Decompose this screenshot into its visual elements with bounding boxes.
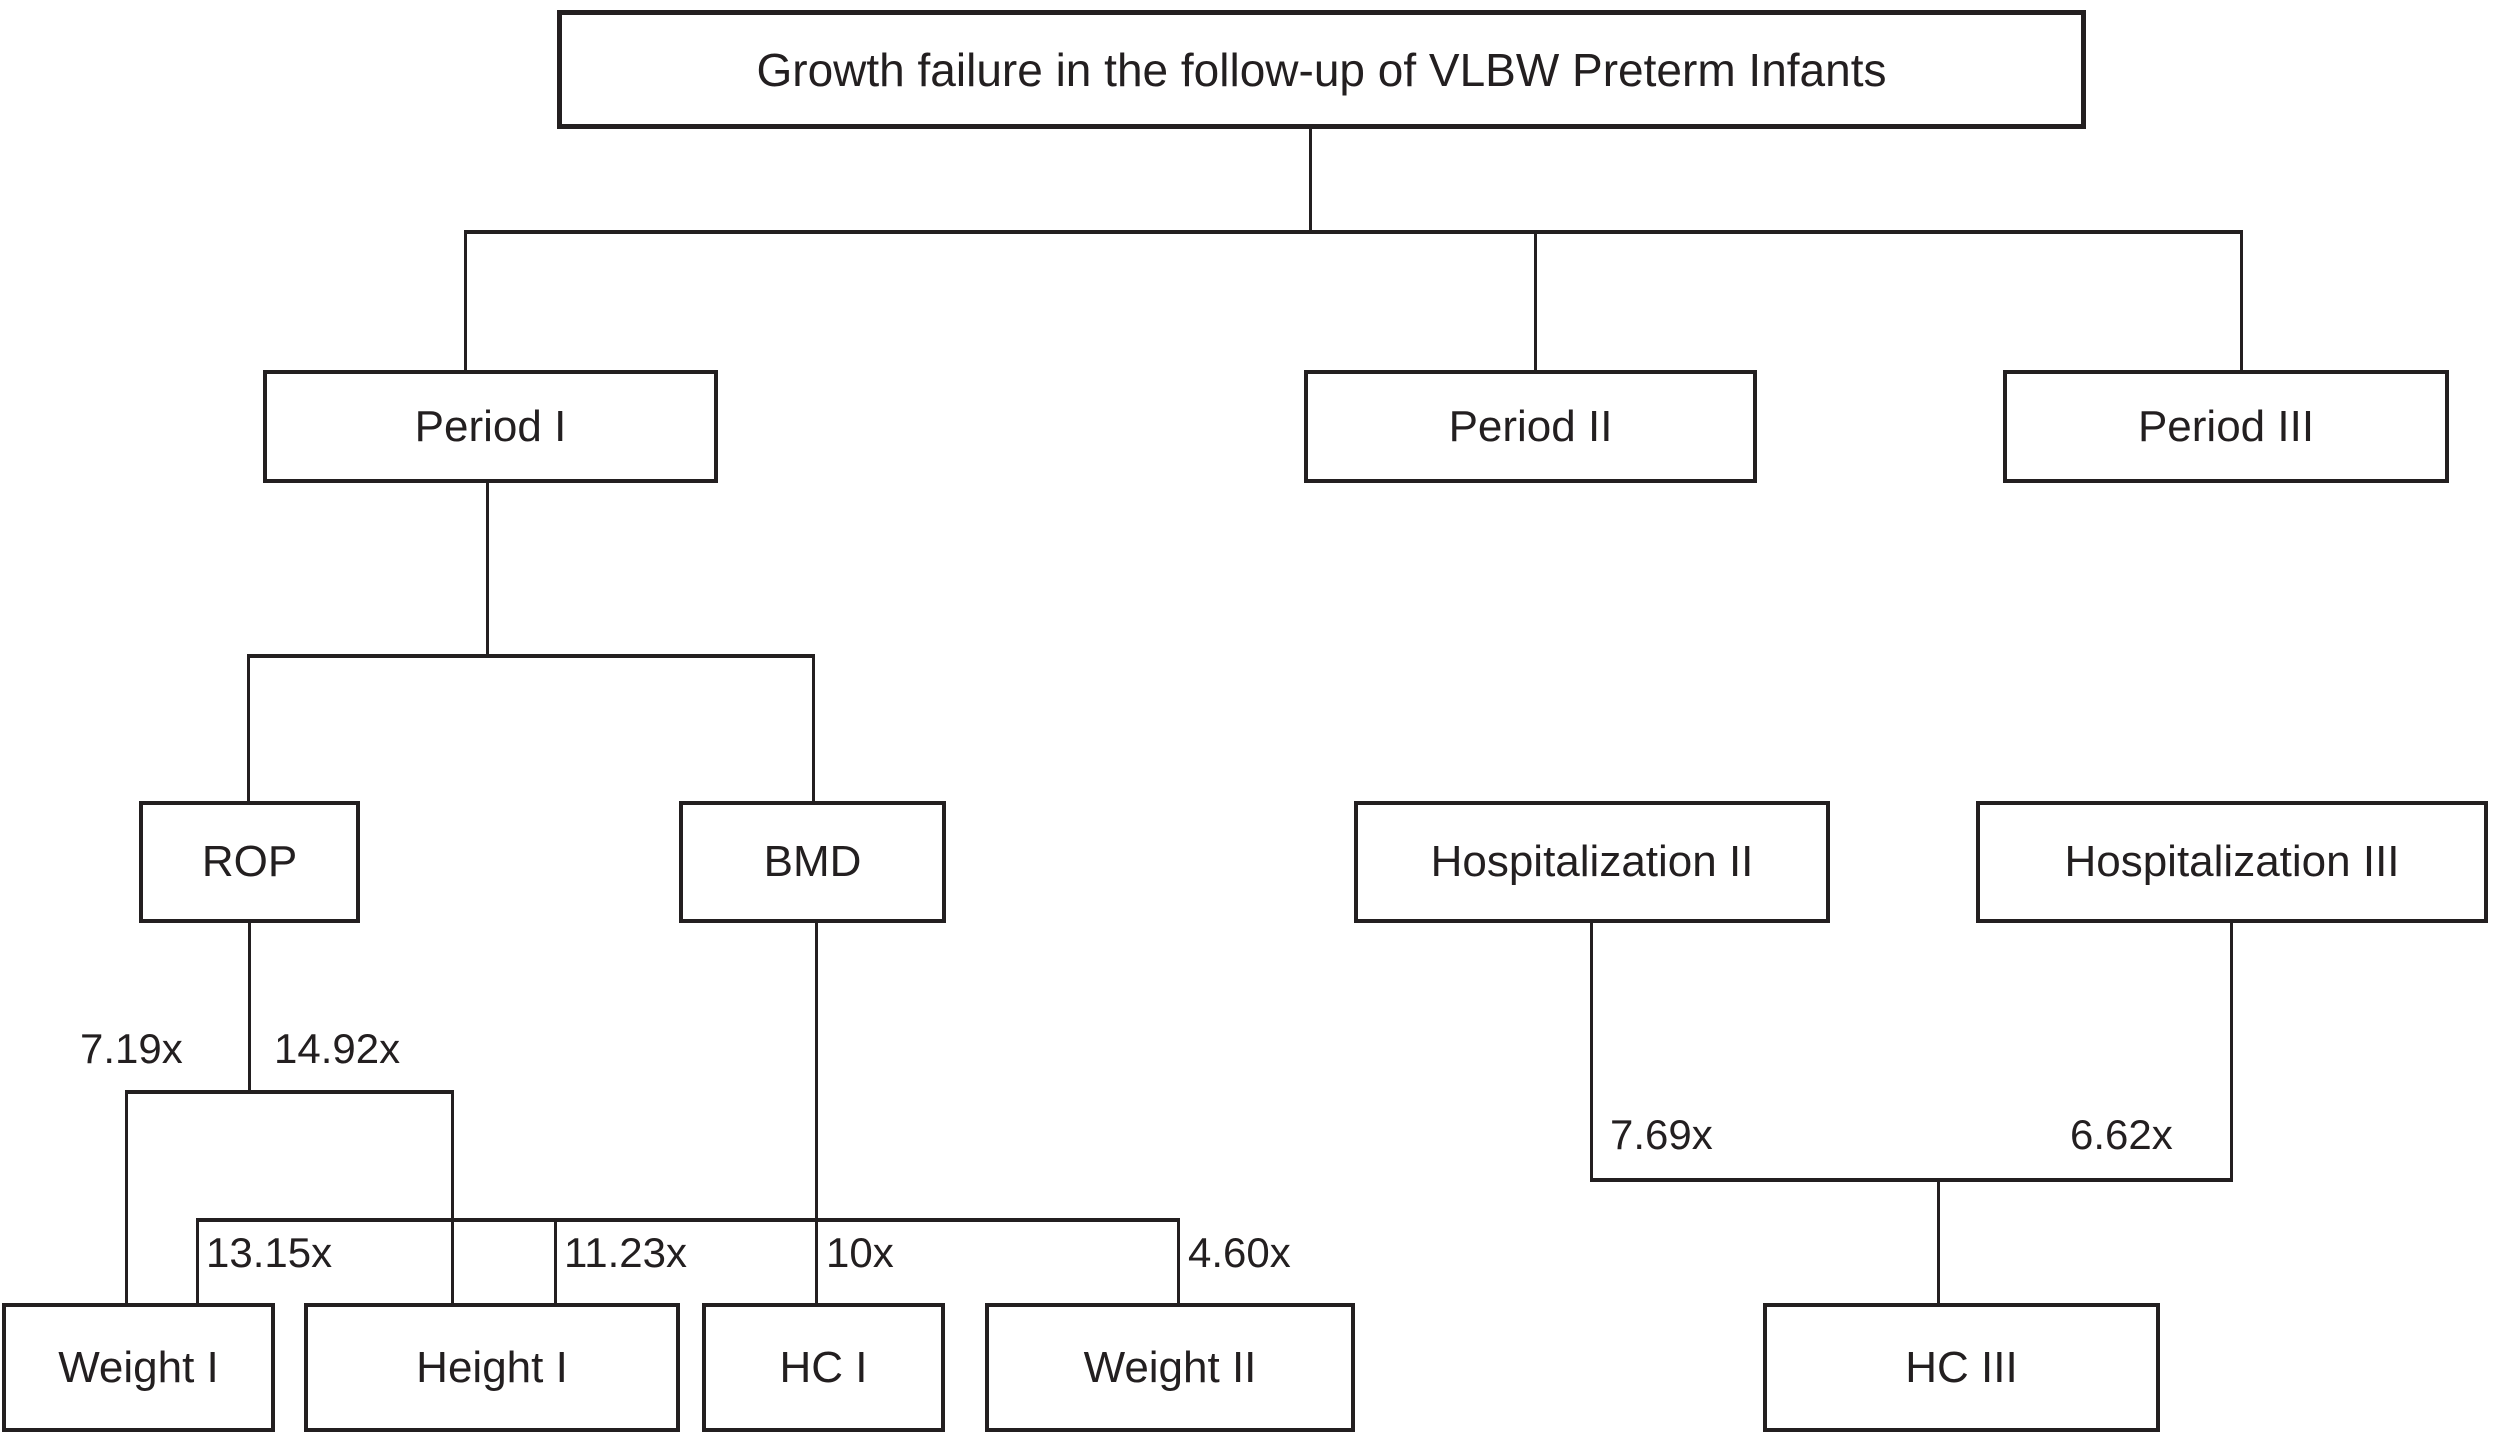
connector-bmd-bar (196, 1218, 1180, 1222)
connector-rop-to-weight-i (125, 1090, 128, 1305)
edge-label-rop-to-weight-i: 7.19x (80, 1025, 183, 1072)
connector-hospitalization-iii-exit (2230, 921, 2233, 1180)
connector-period-ii-entry (1534, 230, 1537, 372)
edge-label-bmd-to-hc-i: 10x (826, 1229, 894, 1276)
connector-rop-to-height-i (451, 1090, 454, 1305)
connector-bmd-entry (812, 654, 815, 803)
connector-rop-bar (125, 1090, 454, 1094)
node-hospitalization-ii: Hospitalization II (1354, 801, 1830, 923)
connector-right-bar (1590, 1178, 2233, 1182)
edge-label-bmd-to-weight-i: 13.15x (206, 1229, 333, 1276)
edge-label-rop-to-height-i: 14.92x (274, 1025, 401, 1072)
edge-label-bmd-to-weight-ii: 4.60x (1188, 1229, 1291, 1276)
connector-period-i-entry (464, 230, 467, 372)
connector-top-bar (464, 230, 2243, 234)
node-title: Growth failure in the follow-up of VLBW … (557, 10, 2086, 129)
connector-bmd-to-height-i (554, 1218, 557, 1305)
edge-label-hospitalization-iii-to-hc-iii: 6.62x (2070, 1111, 2173, 1158)
edge-label-bmd-to-height-i: 11.23x (564, 1229, 687, 1276)
connector-rop-entry (247, 654, 250, 803)
connector-bmd-to-weight-ii (1177, 1218, 1180, 1305)
connector-hc-iii-entry (1937, 1178, 1940, 1305)
connector-period-iii-entry (2240, 230, 2243, 372)
connector-period-i-bar (247, 654, 815, 658)
node-hc-iii: HC III (1763, 1303, 2160, 1432)
connector-period-i-exit (486, 481, 489, 657)
node-period-iii: Period III (2003, 370, 2449, 483)
node-weight-ii: Weight II (985, 1303, 1355, 1432)
node-bmd: BMD (679, 801, 946, 923)
node-period-ii: Period II (1304, 370, 1757, 483)
connector-title-drop (1309, 127, 1312, 233)
node-period-i: Period I (263, 370, 718, 483)
connector-hospitalization-ii-exit (1590, 921, 1593, 1180)
connector-bmd-to-weight-i (196, 1218, 199, 1305)
node-hc-i: HC I (702, 1303, 945, 1432)
edge-label-hospitalization-ii-to-hc-iii: 7.69x (1610, 1111, 1713, 1158)
node-weight-i: Weight I (2, 1303, 275, 1432)
connector-bmd-to-hc-i (815, 921, 818, 1305)
node-rop: ROP (139, 801, 360, 923)
node-height-i: Height I (304, 1303, 680, 1432)
connector-rop-exit (248, 921, 251, 1093)
node-hospitalization-iii: Hospitalization III (1976, 801, 2488, 923)
